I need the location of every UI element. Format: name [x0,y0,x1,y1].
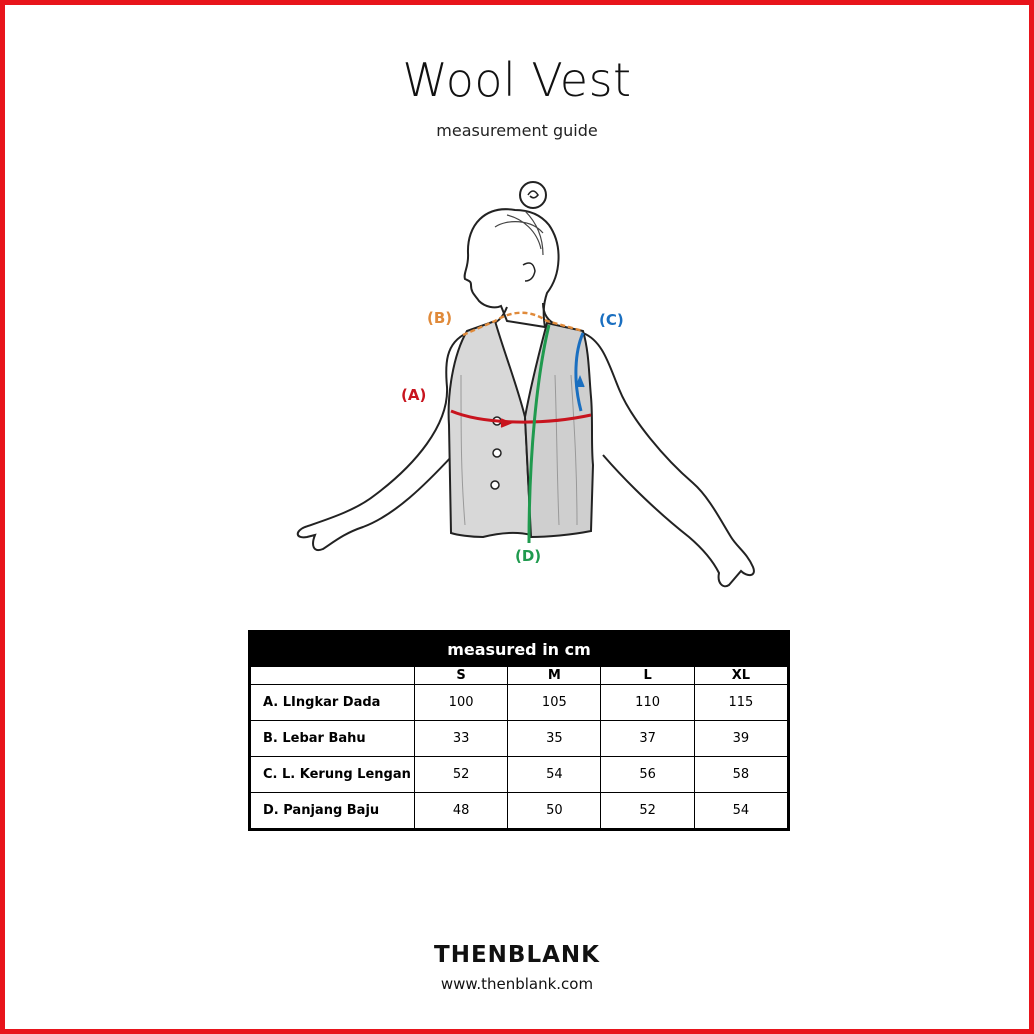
measure-a-arrow [500,418,514,428]
table-row: A. LIngkar Dada 100 105 110 115 [249,684,790,721]
table-cell: 54 [693,792,790,830]
table-cell: 52 [413,756,509,793]
table-cell: 110 [600,684,695,721]
row-label: B. Lebar Bahu [249,720,415,757]
table-cell: 52 [600,792,695,830]
label-a: (A) [401,386,426,404]
table-cell: 48 [413,792,509,830]
button-3 [490,480,500,490]
table-cell: 37 [600,720,695,757]
measure-c-line [574,332,585,412]
size-table-header: measured in cm [249,631,789,667]
table-row: D. Panjang Baju 48 50 52 54 [249,792,790,830]
measure-c-arrow [575,374,585,388]
measure-b-line [462,311,584,337]
table-cell: 100 [413,684,509,721]
hair-lines [494,210,544,256]
measure-a-line [450,409,592,424]
size-table: measured in cm S M L XL A. LIngkar Dada … [248,630,790,831]
size-table-blank-header [249,666,415,685]
size-col-l: L [600,666,695,685]
table-cell: 54 [507,756,602,793]
measure-d-line [527,324,551,544]
row-label: D. Panjang Baju [249,792,415,830]
table-row: B. Lebar Bahu 33 35 37 39 [249,720,790,757]
left-arm [296,332,468,551]
label-b: (B) [427,309,452,327]
page-title: Wool Vest [402,53,632,107]
label-d: (D) [515,547,541,565]
brand-logo: THENBLANK [434,942,600,968]
vest-shading [460,374,578,526]
table-row: C. L. Kerung Lengan 52 54 56 58 [249,756,790,793]
measurement-figure: (A) (B) (C) (D) [285,175,775,605]
hair-bun-swirl [527,190,539,199]
page-subtitle: measurement guide [436,121,598,140]
hair-bun [519,181,547,209]
size-col-s: S [413,666,509,685]
table-cell: 105 [507,684,602,721]
table-cell: 115 [693,684,790,721]
row-label: A. LIngkar Dada [249,684,415,721]
label-c: (C) [599,311,624,329]
table-cell: 58 [693,756,790,793]
table-cell: 35 [507,720,602,757]
row-label: C. L. Kerung Lengan [249,756,415,793]
table-cell: 56 [600,756,695,793]
ear [522,262,536,282]
table-cell: 39 [693,720,790,757]
table-cell: 50 [507,792,602,830]
size-col-m: M [507,666,602,685]
size-col-xl: XL [693,666,790,685]
brand-url[interactable]: www.thenblank.com [440,975,594,993]
head-outline [463,208,560,329]
table-cell: 33 [413,720,509,757]
vest-body [447,319,533,539]
vest-body-right [523,321,595,539]
button-2 [492,448,502,458]
woman-with-vest-illustration: (A) (B) (C) (D) [296,181,755,588]
right-arm [582,332,755,588]
